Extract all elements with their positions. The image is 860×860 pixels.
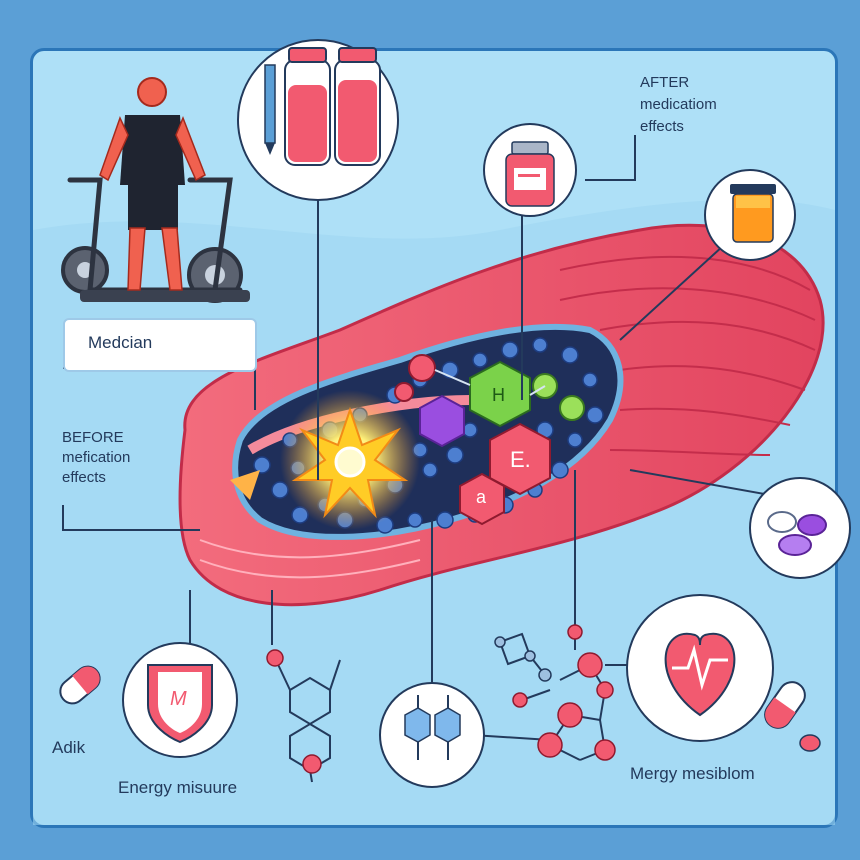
after-line-3: effects: [640, 118, 684, 135]
before-line-1: BEFORE: [62, 429, 124, 446]
hex-e-label: E.: [510, 447, 531, 472]
pencil-icon: [264, 64, 276, 155]
hex-h: [469, 360, 531, 428]
callout-dna: [379, 682, 485, 788]
before-line-3: effects: [62, 469, 106, 486]
mergy-label: Mergy mesiblom: [630, 764, 755, 783]
shield-text: M: [170, 688, 187, 710]
hex-a-label: a: [476, 487, 487, 507]
pills-icon: [767, 511, 827, 556]
athlete-head: [137, 77, 167, 107]
after-line-2: medicatiom: [640, 96, 717, 113]
jar-icon: [730, 184, 776, 243]
shield-icon: [147, 664, 213, 744]
hex-h-label: H: [492, 385, 505, 405]
after-title: AFTER medicatiom effects: [640, 72, 717, 138]
capsule-icon: [59, 665, 821, 752]
before-title: BEFORE mefication effects: [62, 428, 130, 488]
molecule-atoms: [266, 624, 616, 774]
heart-pulse-icon: [664, 632, 736, 717]
before-line-2: mefication: [62, 449, 131, 466]
hex-molecules: [394, 354, 585, 526]
medcian-label-box: [63, 318, 257, 372]
after-line-1: AFTER: [640, 74, 690, 91]
energy-label: Energy misuure: [118, 778, 238, 797]
hex-purple: [419, 394, 465, 448]
adik-label: Adik: [52, 738, 86, 757]
vials-icon: [284, 47, 381, 166]
hex-a: [459, 472, 505, 526]
energy-burst: [230, 390, 420, 530]
athlete-on-bike: [61, 77, 250, 303]
medicine-bottle-icon: [505, 141, 555, 207]
dna-icon: [404, 695, 461, 760]
medcian-label: Medcian: [88, 333, 153, 352]
